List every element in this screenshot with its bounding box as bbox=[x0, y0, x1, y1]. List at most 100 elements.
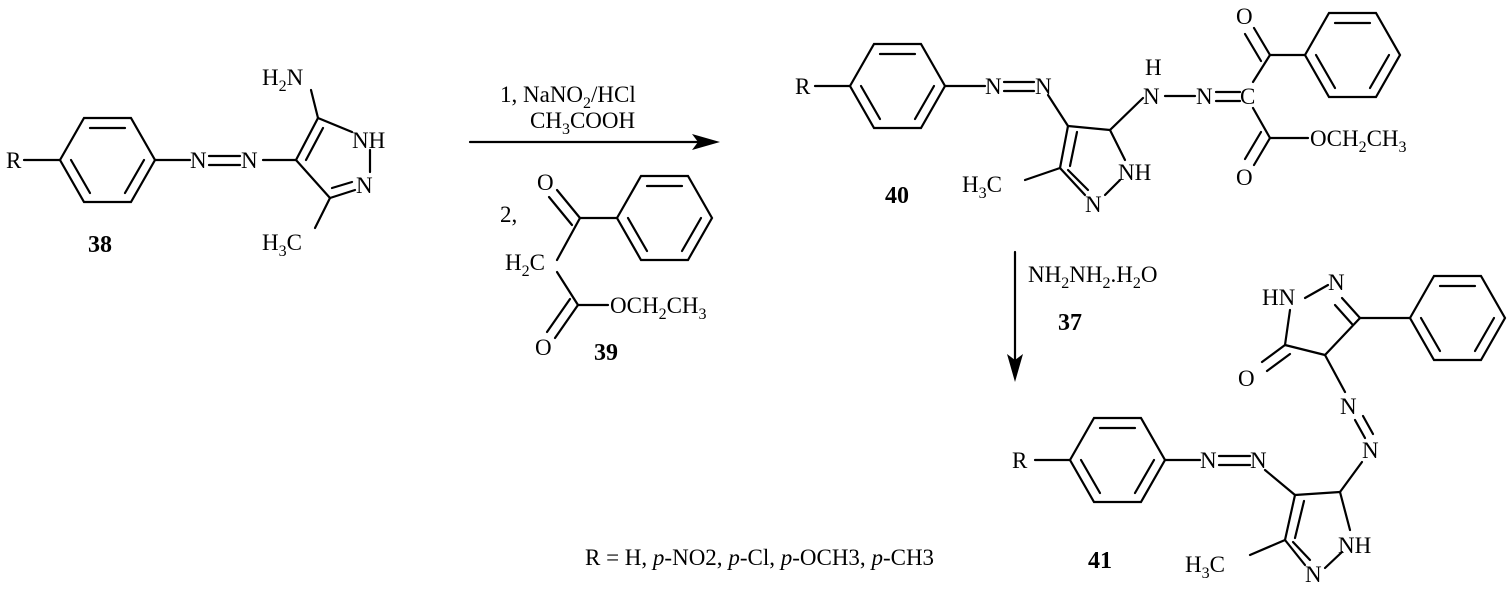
c39-oet-label: OCH2CH3 bbox=[610, 293, 707, 323]
c40-c4-c3 bbox=[1058, 124, 1070, 170]
c38-c3-c4 bbox=[294, 158, 332, 200]
c40-benzoyl-double-3 bbox=[1314, 53, 1337, 90]
c38-nh-label: NH bbox=[352, 128, 385, 153]
c39-c-ch2 bbox=[555, 216, 582, 262]
c40-c4-c3-double bbox=[1068, 130, 1079, 168]
c38-ring-double-3 bbox=[69, 158, 92, 195]
c40-c3-ch3 bbox=[1023, 166, 1062, 182]
c41-c5-nh bbox=[1283, 308, 1292, 347]
c41-azo-n1: N bbox=[1200, 448, 1217, 473]
c40-oet-label: OCH2CH3 bbox=[1310, 126, 1407, 156]
c41-ring-double-3 bbox=[1079, 458, 1102, 495]
c41-c4-c3-lower bbox=[1283, 493, 1297, 542]
c39-co-1 bbox=[555, 188, 582, 220]
c40-benzene-ring bbox=[848, 42, 947, 130]
reaction-arrow-1: 1, NaNO2/HCl CH3COOH 2, bbox=[468, 82, 720, 227]
c41-phenyl-double-2 bbox=[1473, 316, 1496, 353]
c39-ketone-o: O bbox=[537, 170, 554, 195]
c41-n-lower: N bbox=[1305, 562, 1322, 587]
c38-c4-c5-double bbox=[304, 126, 325, 162]
c41-benzene-ring bbox=[1068, 416, 1167, 504]
c39-co-2 bbox=[547, 195, 574, 227]
compound-40: R N N H N N C O OCH2CH3 O NH N H3C 40 bbox=[795, 4, 1407, 217]
c40-coo-o-2 bbox=[1243, 130, 1263, 161]
c41-azo-n2: N bbox=[1250, 448, 1267, 473]
c41-methyl-label: H3C bbox=[1185, 552, 1225, 582]
c41-hn-n bbox=[1303, 283, 1330, 300]
c40-c4-c5 bbox=[1066, 124, 1112, 132]
c41-c4-c3-lower-double bbox=[1293, 499, 1306, 540]
c40-n-c4 bbox=[1046, 93, 1070, 128]
c40-ring-double-3 bbox=[859, 84, 882, 121]
c40-c3-n2-double bbox=[1066, 168, 1090, 192]
c39-co-ester-2 bbox=[545, 297, 572, 334]
compound-37-number: 37 bbox=[1058, 310, 1082, 336]
c40-co-o-2 bbox=[1243, 32, 1263, 63]
c40-hydrazone-n1: N bbox=[1143, 84, 1160, 109]
c40-nh-label: NH bbox=[1118, 160, 1151, 185]
c41-c3-c4 bbox=[1323, 316, 1362, 357]
c40-benzoyl-double-2 bbox=[1368, 53, 1391, 90]
reagent-hydrazine: NH2NH2.H2O bbox=[1028, 262, 1157, 292]
c40-azo-n2: N bbox=[1035, 74, 1052, 99]
c41-azo-2-2 bbox=[1361, 414, 1375, 436]
c40-c3-n2 bbox=[1058, 166, 1087, 197]
c40-coo-o-1 bbox=[1252, 136, 1272, 167]
c40-ester-o: O bbox=[1236, 165, 1253, 190]
c41-c5-o-1 bbox=[1260, 343, 1287, 364]
c41-c4-c5 bbox=[1283, 343, 1327, 357]
c41-n1-c5-lower bbox=[1338, 490, 1352, 532]
c38-methyl-label: H3C bbox=[262, 230, 302, 260]
c38-n2-c3-double bbox=[330, 180, 354, 190]
c40-benzoyl-ring bbox=[1303, 11, 1402, 99]
c40-co-o-1 bbox=[1252, 26, 1272, 57]
c39-ch2-c bbox=[555, 270, 580, 307]
c38-ch3-bond bbox=[313, 196, 332, 230]
c39-ring-double-3 bbox=[626, 216, 649, 253]
c38-benzene-ring bbox=[58, 116, 157, 204]
c38-n-label: N bbox=[356, 173, 373, 198]
c40-r-label: R bbox=[795, 74, 811, 99]
c39-ring-double-2 bbox=[680, 216, 703, 253]
c41-c5-o-2 bbox=[1265, 352, 1292, 373]
c40-azo-n1: N bbox=[985, 74, 1002, 99]
c39-benzene-ring bbox=[615, 174, 714, 262]
c41-n-c3-double bbox=[1333, 303, 1354, 326]
c41-phenyl-double-3 bbox=[1419, 316, 1442, 353]
c39-ch2-label: H2C bbox=[505, 250, 545, 280]
compound-40-number: 40 bbox=[885, 183, 909, 209]
reaction-arrow-2: NH2NH2.H2O 37 bbox=[1007, 250, 1157, 382]
c38-r-label: R bbox=[6, 148, 22, 173]
c38-c4-c5 bbox=[294, 116, 320, 162]
c41-r-label: R bbox=[1012, 448, 1028, 473]
compound-39-number: 39 bbox=[594, 340, 618, 366]
c41-c3-n2-lower bbox=[1283, 538, 1307, 567]
c40-c5-nh bbox=[1108, 96, 1145, 132]
c41-azo-2-1 bbox=[1353, 418, 1367, 440]
c40-n2-n1 bbox=[1103, 178, 1122, 197]
c40-n-label: N bbox=[1085, 192, 1102, 217]
c41-hn-label: HN bbox=[1262, 285, 1296, 310]
c41-c4-n bbox=[1323, 353, 1347, 394]
reagent-step-2-label: 2, bbox=[500, 202, 517, 227]
arrow-2-head bbox=[1007, 354, 1023, 382]
c40-n1-c5 bbox=[1108, 128, 1127, 162]
c38-nh2-bond bbox=[309, 88, 320, 120]
arrow-1-head bbox=[692, 134, 720, 150]
compound-38: R N N H2N NH N H3C 38 bbox=[6, 65, 385, 260]
substituents-note: R = H, p-NO2, p-Cl, p-OCH3, p-CH3 bbox=[585, 545, 934, 570]
c38-c5-n1 bbox=[316, 116, 354, 134]
c41-n-label: N bbox=[1328, 270, 1345, 295]
c41-phenyl-ring bbox=[1408, 274, 1507, 362]
c40-hydrazone-n2: N bbox=[1196, 84, 1213, 109]
c40-hydrazone-c: C bbox=[1240, 84, 1255, 109]
c40-c-co bbox=[1251, 53, 1272, 84]
c38-azo-n1: N bbox=[190, 148, 207, 173]
c41-c4-c5-lower bbox=[1293, 490, 1342, 497]
c41-azo-n-lower: N bbox=[1362, 438, 1379, 463]
c41-o-label: O bbox=[1238, 366, 1255, 391]
compound-38-number: 38 bbox=[88, 232, 112, 258]
c38-ring-double-2 bbox=[123, 158, 146, 195]
c41-c3-n2-lower-double bbox=[1291, 540, 1312, 562]
